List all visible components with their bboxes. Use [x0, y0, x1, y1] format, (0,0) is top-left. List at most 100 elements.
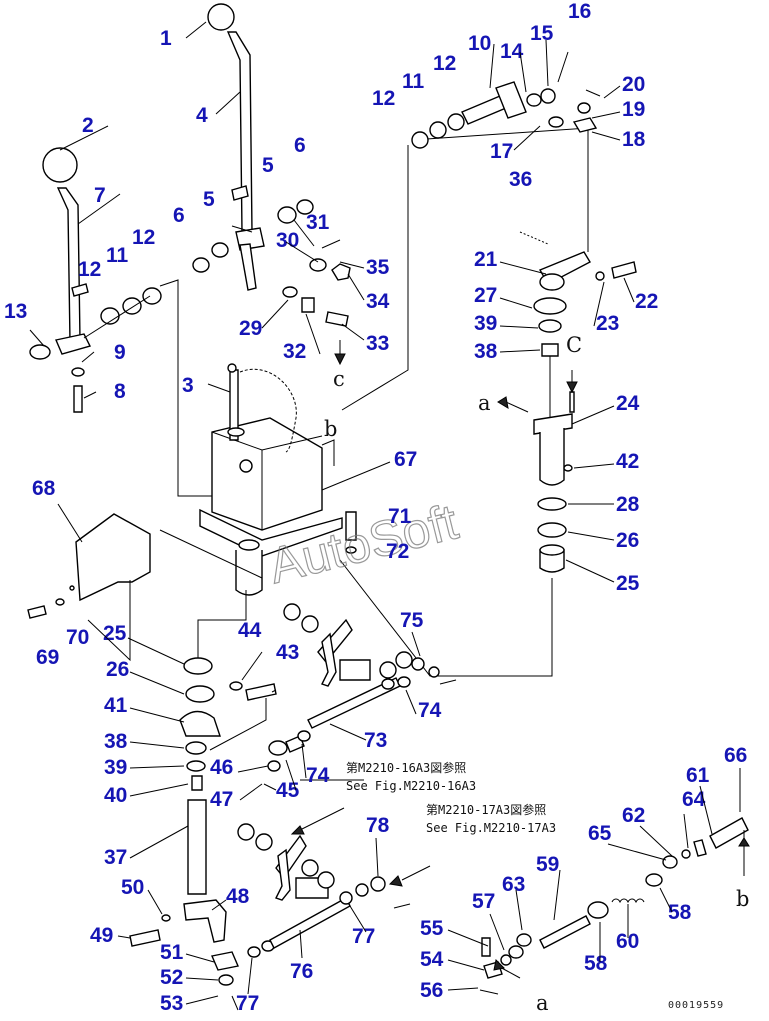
reference-note-1-en: See Fig.M2210-16A3	[346, 779, 476, 793]
callout: 44	[238, 619, 262, 642]
callout: 35	[366, 256, 390, 279]
callout: 21	[474, 248, 498, 271]
callout: 9	[114, 341, 126, 364]
callout: 74	[418, 699, 442, 722]
callout: 58	[584, 952, 608, 975]
callout: 33	[366, 332, 389, 355]
callout: 10	[468, 32, 491, 55]
callout: 31	[306, 211, 330, 234]
callout: 17	[490, 140, 513, 163]
callout: 13	[4, 300, 27, 323]
callout: 51	[160, 941, 184, 964]
callout: 12	[132, 226, 155, 249]
lever-assembly-left	[29, 147, 262, 497]
callout: 27	[474, 284, 497, 307]
callout: 11	[402, 70, 425, 93]
callout: 48	[226, 885, 250, 908]
callout: 4	[196, 104, 208, 127]
callout: 15	[530, 22, 554, 45]
callout: 12	[433, 52, 456, 75]
callout: 26	[106, 658, 129, 681]
callout: 39	[474, 312, 497, 335]
callout: 29	[239, 317, 262, 340]
callout: 63	[502, 873, 525, 896]
callout: 5	[203, 188, 215, 211]
reference-note-2-jp: 第M2210-17A3図参照	[426, 802, 546, 817]
callout: 11	[106, 244, 129, 267]
bell-crank-group	[237, 603, 413, 901]
callout: 39	[104, 756, 127, 779]
callout: 28	[616, 493, 640, 516]
callout: 55	[420, 917, 444, 940]
callout: 61	[686, 764, 710, 787]
callout: 6	[294, 134, 306, 157]
callout: 78	[366, 814, 390, 837]
callout: 64	[682, 788, 706, 811]
callout: 7	[94, 184, 106, 207]
callout: 66	[724, 744, 747, 767]
callout: 24	[616, 392, 640, 415]
callout: 12	[372, 87, 395, 110]
callout: 54	[420, 948, 444, 971]
reference-note-1-jp: 第M2210-16A3図参照	[346, 760, 466, 775]
callout: 50	[121, 876, 144, 899]
callout: 36	[509, 168, 532, 191]
reference-note-2-en: See Fig.M2210-17A3	[426, 821, 556, 835]
plate-68	[27, 513, 151, 619]
callout: 74	[306, 764, 330, 787]
callout: 72	[386, 540, 409, 563]
callout: 65	[588, 822, 612, 845]
lever-assembly-center	[192, 3, 351, 366]
view-letter-b-upper: b	[324, 417, 337, 441]
view-letter-a-lower: a	[536, 991, 549, 1015]
callout: 2	[82, 114, 94, 137]
leader-lines	[29, 21, 741, 1005]
callout: 62	[622, 804, 645, 827]
console-body	[159, 363, 357, 596]
view-letter-a-upper: a	[478, 391, 491, 415]
callout: 25	[616, 572, 640, 595]
document-number: 00019559	[668, 1000, 724, 1011]
callout-numbers: 1 2 3 4 5 5 6 6 7 8 9 10 11 11 12 12 12 …	[4, 0, 747, 1015]
callout: 20	[622, 73, 645, 96]
callout: 14	[500, 40, 524, 63]
callout: 22	[635, 290, 658, 313]
callout: 16	[568, 0, 591, 23]
callout: 8	[114, 380, 126, 403]
callout: 52	[160, 966, 183, 989]
callout: 70	[66, 626, 89, 649]
spring-assembly	[479, 817, 750, 995]
callout: 58	[668, 901, 692, 924]
callout: 41	[104, 694, 128, 717]
callout: 59	[536, 853, 559, 876]
callout: 32	[283, 340, 306, 363]
callout: 60	[616, 930, 639, 953]
callout: 25	[103, 622, 127, 645]
view-letter-C-upper: C	[566, 333, 582, 357]
callout: 19	[622, 98, 645, 121]
callout: 38	[474, 340, 498, 363]
callout: 6	[173, 204, 185, 227]
callout: 47	[210, 788, 233, 811]
lower-shaft-assembly	[129, 590, 457, 1011]
callout: 5	[262, 154, 274, 177]
callout: 23	[596, 312, 619, 335]
callout: 71	[388, 505, 412, 528]
callout: 18	[622, 128, 646, 151]
lower-rod	[247, 865, 431, 958]
callout: 67	[394, 448, 417, 471]
callout: 77	[352, 925, 375, 948]
callout: 3	[182, 374, 194, 397]
callout: 45	[276, 779, 300, 802]
callout: 42	[616, 450, 639, 473]
callout: 73	[364, 729, 387, 752]
callout: 38	[104, 730, 128, 753]
callout: 77	[236, 992, 259, 1015]
callout: 68	[32, 477, 56, 500]
callout: 34	[366, 290, 390, 313]
callout: 46	[210, 756, 233, 779]
callout: 69	[36, 646, 59, 669]
callout: 76	[290, 960, 313, 983]
callout: 75	[400, 609, 424, 632]
